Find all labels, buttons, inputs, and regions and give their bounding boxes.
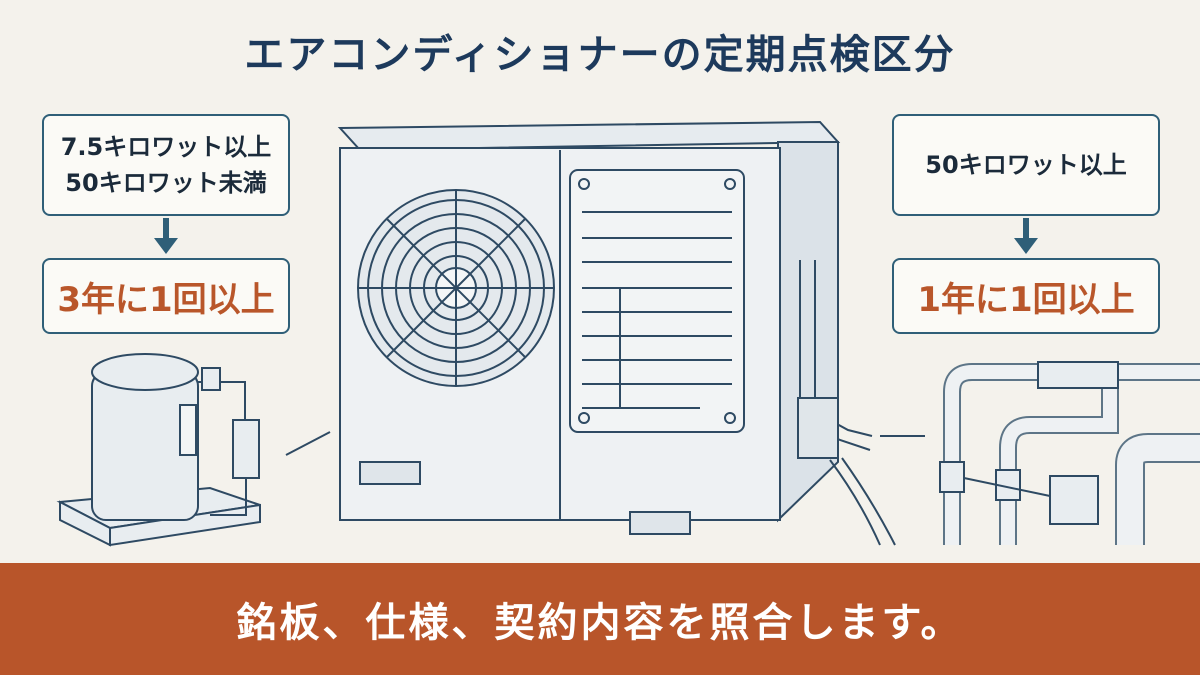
left-condition-line2: 50キロワット未満 (65, 169, 267, 197)
footer-text: 銘板、仕様、契約内容を照合します。 (236, 600, 964, 646)
down-arrow-icon (1014, 218, 1038, 254)
page-title: エアコンディショナーの定期点検区分 (244, 32, 956, 78)
left-frequency-text: 3年に1回以上 (57, 279, 275, 320)
piping-illustration (939, 361, 1200, 545)
left-condition-box: 7.5キロワット以上 50キロワット未満 (42, 114, 290, 216)
left-frequency-box: 3年に1回以上 (42, 258, 290, 334)
left-condition-line1: 7.5キロワット以上 (60, 133, 272, 161)
fan-grille (357, 189, 555, 387)
down-arrow-icon (154, 218, 178, 254)
compressor-illustration (56, 353, 261, 547)
right-condition-text: 50キロワット以上 (925, 151, 1127, 179)
footer-banner: 銘板、仕様、契約内容を照合します。 (0, 563, 1200, 675)
outdoor-unit-illustration (285, 120, 925, 546)
right-condition-box: 50キロワット以上 (892, 114, 1160, 216)
nameplate-panel (569, 169, 745, 433)
right-frequency-text: 1年に1回以上 (917, 279, 1135, 320)
right-frequency-box: 1年に1回以上 (892, 258, 1160, 334)
